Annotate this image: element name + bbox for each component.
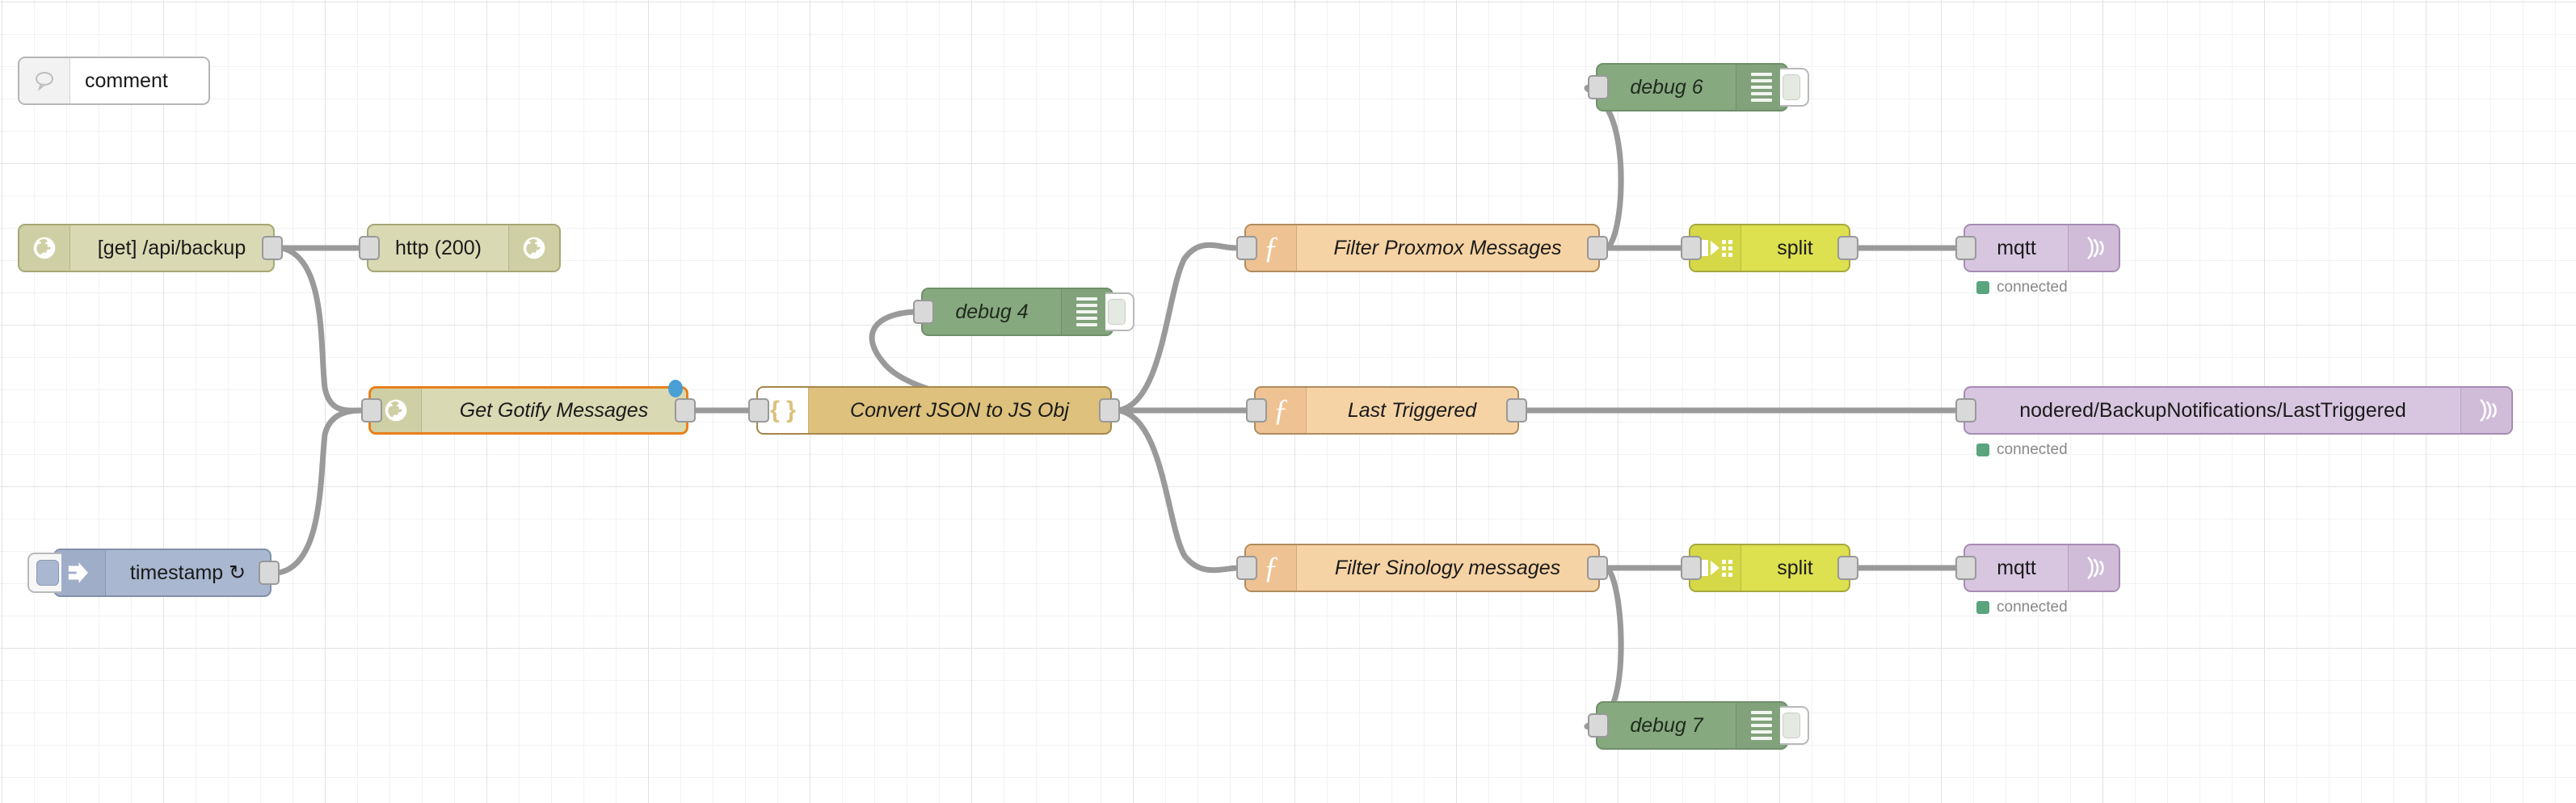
broadcast-icon (2068, 225, 2119, 271)
status-dot-icon (1976, 281, 1989, 294)
input-port[interactable] (748, 398, 769, 423)
output-port[interactable] (1837, 236, 1858, 260)
node-http-response[interactable]: http (200) (359, 224, 561, 272)
output-port[interactable] (1587, 556, 1608, 580)
node-last-triggered-label: Last Triggered (1347, 398, 1477, 422)
node-mqtt-last-triggered[interactable]: nodered/BackupNotifications/LastTriggere… (1955, 386, 2513, 435)
node-split-top[interactable]: split (1681, 224, 1858, 272)
node-inject-timestamp[interactable]: timestamp ↻ (27, 549, 280, 597)
input-port[interactable] (1681, 236, 1702, 260)
input-port[interactable] (1955, 556, 1976, 580)
speech-bubble-icon (19, 58, 70, 103)
wire-inject-timestamp-to-get-gotify[interactable] (275, 407, 365, 576)
status-text: connected (1997, 599, 2068, 616)
node-filter-sinology-messages-label: Filter Sinology messages (1334, 556, 1561, 579)
debug-toggle-knob (1108, 299, 1126, 325)
arrow-right-icon (55, 550, 106, 595)
status-text: connected (1997, 279, 2068, 296)
debug-list-icon (1736, 703, 1787, 748)
input-port[interactable] (1236, 236, 1257, 260)
wire-http-in-to-get-gotify[interactable] (278, 245, 365, 414)
status-badge-mqtt-top: connected (1976, 279, 2068, 296)
node-http-response-label: http (200) (394, 236, 482, 259)
debug-enable-toggle[interactable] (1780, 706, 1809, 745)
broadcast-icon (2460, 388, 2511, 433)
wire-convert-json-to-filter-proxmox[interactable] (1115, 242, 1241, 414)
status-dot-icon (1976, 444, 1989, 456)
status-text: connected (1997, 441, 2068, 458)
inject-trigger-button[interactable] (27, 553, 61, 593)
debug-enable-toggle[interactable] (1780, 68, 1809, 107)
node-split-top-label: split (1777, 236, 1813, 259)
node-debug-4-label: debug 4 (955, 300, 1029, 323)
input-port[interactable] (1588, 713, 1609, 738)
wire-convert-json-to-filter-sinology[interactable] (1115, 407, 1241, 574)
node-debug-6-label: debug 6 (1630, 75, 1703, 99)
output-port[interactable] (1506, 398, 1527, 423)
output-port[interactable] (1837, 556, 1858, 580)
node-comment[interactable]: comment (18, 57, 210, 105)
json-braces-icon: { } (758, 388, 809, 433)
output-port[interactable] (675, 398, 696, 423)
input-port[interactable] (1681, 556, 1702, 580)
node-mqtt-bottom-label: mqtt (1997, 556, 2036, 579)
debug-toggle-knob (1783, 713, 1800, 738)
node-debug-6[interactable]: debug 6 (1588, 63, 1809, 111)
node-split-bottom[interactable]: split (1681, 544, 1858, 592)
node-debug-4[interactable]: debug 4 (913, 288, 1134, 336)
node-convert-json[interactable]: { } Convert JSON to JS Obj (748, 386, 1120, 435)
output-port[interactable] (1099, 398, 1120, 423)
unsaved-changes-dot-icon (668, 380, 683, 397)
debug-list-icon (1736, 65, 1787, 110)
input-port[interactable] (1955, 398, 1976, 423)
input-port[interactable] (1236, 556, 1257, 580)
node-mqtt-last-triggered-label: nodered/BackupNotifications/LastTriggere… (2019, 398, 2406, 422)
node-filter-proxmox-messages-label: Filter Proxmox Messages (1333, 236, 1562, 259)
node-http-in[interactable]: [get] /api/backup (18, 224, 283, 272)
input-port[interactable] (913, 300, 934, 324)
broadcast-icon (2068, 545, 2119, 591)
node-comment-label: comment (85, 69, 168, 92)
node-http-in-label: [get] /api/backup (97, 236, 246, 259)
node-filter-sinology-messages[interactable]: ƒ Filter Sinology messages (1236, 544, 1608, 592)
node-convert-json-label: Convert JSON to JS Obj (850, 398, 1069, 422)
input-port[interactable] (1588, 75, 1609, 99)
debug-enable-toggle[interactable] (1105, 292, 1134, 331)
inject-button-knob (36, 560, 59, 586)
status-badge-mqtt-bottom: connected (1976, 599, 2068, 616)
node-get-gotify-messages[interactable]: Get Gotify Messages (361, 380, 696, 435)
node-split-bottom-label: split (1777, 556, 1813, 579)
output-port[interactable] (259, 561, 280, 585)
debug-list-icon (1061, 289, 1112, 334)
node-filter-proxmox-messages[interactable]: ƒ Filter Proxmox Messages (1236, 224, 1608, 272)
globe-icon (19, 225, 70, 271)
node-inject-timestamp-label: timestamp ↻ (129, 561, 246, 584)
status-badge-mqtt-last-triggered: connected (1976, 441, 2068, 459)
input-port[interactable] (1246, 398, 1267, 423)
input-port[interactable] (359, 236, 380, 260)
input-port[interactable] (361, 398, 382, 423)
debug-toggle-knob (1783, 74, 1800, 100)
globe-icon (508, 225, 559, 271)
node-get-gotify-messages-label: Get Gotify Messages (459, 398, 649, 422)
node-last-triggered[interactable]: ƒ Last Triggered (1246, 386, 1527, 435)
function-f-icon: ƒ (1246, 545, 1297, 591)
node-mqtt-top[interactable]: mqtt (1955, 224, 2120, 272)
node-mqtt-top-label: mqtt (1997, 236, 2036, 259)
node-debug-7[interactable]: debug 7 (1588, 701, 1809, 750)
output-port[interactable] (1587, 236, 1608, 260)
status-dot-icon (1976, 601, 1989, 614)
output-port[interactable] (262, 236, 283, 260)
node-mqtt-bottom[interactable]: mqtt (1955, 544, 2120, 592)
node-debug-7-label: debug 7 (1630, 713, 1703, 737)
input-port[interactable] (1955, 236, 1976, 260)
